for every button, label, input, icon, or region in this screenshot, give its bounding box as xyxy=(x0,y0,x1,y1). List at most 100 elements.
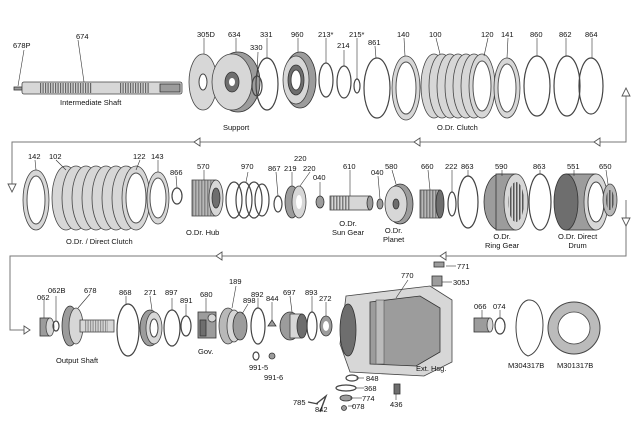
label-991-6: 991-6 xyxy=(264,373,284,382)
part-891-ring xyxy=(180,315,192,337)
label-551: 551 xyxy=(567,162,580,171)
od-hub-part xyxy=(191,179,224,217)
label-570: 570 xyxy=(197,162,210,171)
label-660: 660 xyxy=(421,162,434,171)
od-planet-part xyxy=(384,183,414,225)
label-861: 861 xyxy=(368,38,381,47)
label-893: 893 xyxy=(305,288,318,297)
label-272: 272 xyxy=(319,294,332,303)
part-040-bushing-b xyxy=(376,198,384,210)
label-862: 862 xyxy=(559,30,572,39)
flow-connector-row1-row2 xyxy=(7,86,631,194)
part-678p-pin xyxy=(13,86,23,91)
label-220a: 220 xyxy=(294,154,307,163)
part-771-spring xyxy=(433,261,445,268)
label-214: 214 xyxy=(337,41,350,50)
flow-connector-row2-row3 xyxy=(9,200,631,335)
label-580: 580 xyxy=(385,162,398,171)
label-898: 898 xyxy=(243,296,256,305)
od-clutch-pack xyxy=(420,53,496,119)
part-272-bushing xyxy=(319,315,333,337)
label-960: 960 xyxy=(291,30,304,39)
label-331: 331 xyxy=(260,30,273,39)
part-861-snap-ring xyxy=(363,57,391,119)
caption-od-clutch: O.Dr. Clutch xyxy=(437,123,478,132)
label-436: 436 xyxy=(390,400,403,409)
label-102: 102 xyxy=(49,152,62,161)
part-634-support xyxy=(211,51,261,113)
caption-od-direct-drum: O.Dr. Direct Drum xyxy=(558,232,598,250)
label-774: 774 xyxy=(362,394,375,403)
caption-od-ring-gear: O.Dr. Ring Gear xyxy=(485,232,520,250)
od-direct-drum-part xyxy=(553,173,609,231)
part-866-ring xyxy=(171,187,183,205)
caption-intermediate-shaft: Intermediate Shaft xyxy=(60,98,122,107)
part-863-ring-b xyxy=(528,173,552,231)
part-214-ring xyxy=(336,65,352,99)
part-844-clip xyxy=(267,319,277,327)
part-860-ring xyxy=(523,55,551,117)
part-062b-ring xyxy=(52,320,60,332)
label-330: 330 xyxy=(250,43,263,52)
label-650: 650 xyxy=(599,162,612,171)
caption-support: Support xyxy=(223,123,250,132)
label-m304317b: M304317B xyxy=(508,361,545,370)
label-062b: 062B xyxy=(48,286,66,295)
part-219-220-bearing xyxy=(284,185,307,219)
label-891: 891 xyxy=(180,296,193,305)
label-215: 215* xyxy=(349,30,365,39)
label-141: 141 xyxy=(501,30,514,39)
part-897-ring xyxy=(163,309,181,347)
part-305j-gasket xyxy=(431,275,443,287)
part-991-6-pin xyxy=(268,352,276,360)
label-863b: 863 xyxy=(533,162,546,171)
caption-od-hub: O.Dr. Hub xyxy=(186,228,220,237)
od-direct-clutch-pack xyxy=(51,165,151,231)
part-436-plug xyxy=(393,383,401,395)
label-844: 844 xyxy=(266,294,279,303)
caption-gov: Gov. xyxy=(198,347,214,356)
label-610: 610 xyxy=(343,162,356,171)
label-771: 771 xyxy=(457,262,470,271)
label-142: 142 xyxy=(28,152,41,161)
part-271-bearing xyxy=(139,309,163,347)
label-m301317b: M301317B xyxy=(557,361,594,370)
row3-leader-lines xyxy=(43,265,501,407)
part-062-bearing xyxy=(39,317,55,337)
row1-leader-lines xyxy=(17,37,593,87)
part-074-seal xyxy=(494,317,506,335)
od-ring-gear-part xyxy=(483,173,529,231)
part-867-ring xyxy=(273,195,283,213)
label-040a: 040 xyxy=(313,173,326,182)
part-650-gear xyxy=(602,183,618,217)
label-868: 868 xyxy=(119,288,132,297)
label-770: 770 xyxy=(401,271,414,280)
part-991-5-pin xyxy=(252,351,260,361)
part-189-898-assembly xyxy=(218,307,248,345)
label-680: 680 xyxy=(200,290,213,299)
label-100: 100 xyxy=(429,30,442,39)
part-868-ring xyxy=(116,303,140,357)
label-066: 066 xyxy=(474,302,487,311)
label-674: 674 xyxy=(76,32,89,41)
part-864-ring xyxy=(578,57,604,115)
caption-od-sun-gear: O.Dr. Sun Gear xyxy=(332,219,365,237)
label-864: 864 xyxy=(585,30,598,39)
label-892: 892 xyxy=(251,290,264,299)
part-143-plate xyxy=(146,171,170,225)
label-842: 842 xyxy=(315,405,328,414)
label-305d: 305D xyxy=(197,30,215,39)
label-368: 368 xyxy=(364,384,377,393)
label-271: 271 xyxy=(144,288,157,297)
label-222: 222 xyxy=(445,162,458,171)
label-062: 062 xyxy=(37,293,50,302)
gasket-m304317b xyxy=(515,299,544,357)
label-697: 697 xyxy=(283,288,296,297)
row2-leader-lines xyxy=(34,159,609,200)
part-862-ring xyxy=(553,55,581,117)
governor-part xyxy=(197,311,217,339)
label-219: 219 xyxy=(284,164,297,173)
label-078: 078 xyxy=(352,402,365,411)
label-897: 897 xyxy=(165,288,178,297)
part-892-ring xyxy=(250,307,266,345)
